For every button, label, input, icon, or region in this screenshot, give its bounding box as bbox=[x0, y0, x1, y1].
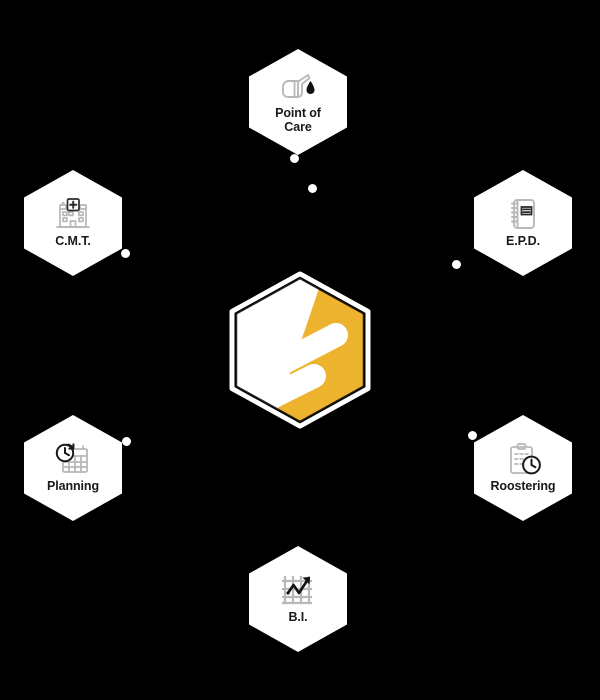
hospital-cross-badge bbox=[66, 198, 80, 212]
hospital-building-icon bbox=[53, 197, 93, 233]
connector-dot-point-of-care-1 bbox=[290, 154, 299, 163]
connector-dot-cmt bbox=[121, 249, 130, 258]
connector-dot-planning bbox=[122, 437, 131, 446]
chart-trend-up-icon bbox=[278, 573, 318, 609]
node-label-bi: B.I. bbox=[288, 610, 308, 625]
clock-overlay bbox=[522, 455, 541, 475]
connector-dot-roostering bbox=[468, 431, 477, 440]
connector-dot-epd bbox=[452, 260, 461, 269]
node-label-planning: Planning bbox=[47, 479, 99, 494]
hexagon-outline bbox=[229, 271, 371, 429]
calendar-clock-icon bbox=[53, 442, 93, 478]
hexagon-inner-edge bbox=[234, 276, 366, 424]
node-planning[interactable]: Planning bbox=[24, 415, 122, 521]
hexagon-body bbox=[236, 278, 364, 422]
clock-overlay bbox=[55, 443, 75, 463]
spiral-notebook-icon bbox=[503, 197, 543, 233]
node-roostering[interactable]: Roostering bbox=[474, 415, 572, 521]
node-label-epd: E.P.D. bbox=[506, 234, 540, 249]
node-label-cmt: C.M.T. bbox=[55, 234, 91, 249]
node-bi[interactable]: B.I. bbox=[249, 546, 347, 652]
finger-blood-drop-icon bbox=[278, 69, 318, 105]
connector-dot-point-of-care-2 bbox=[308, 184, 317, 193]
trend-line bbox=[286, 577, 310, 595]
node-label-roostering: Roostering bbox=[490, 479, 556, 494]
platform-core-logo[interactable] bbox=[218, 268, 382, 432]
node-cmt[interactable]: C.M.T. bbox=[24, 170, 122, 276]
clipboard-clock-icon bbox=[503, 442, 543, 478]
node-epd[interactable]: E.P.D. bbox=[474, 170, 572, 276]
